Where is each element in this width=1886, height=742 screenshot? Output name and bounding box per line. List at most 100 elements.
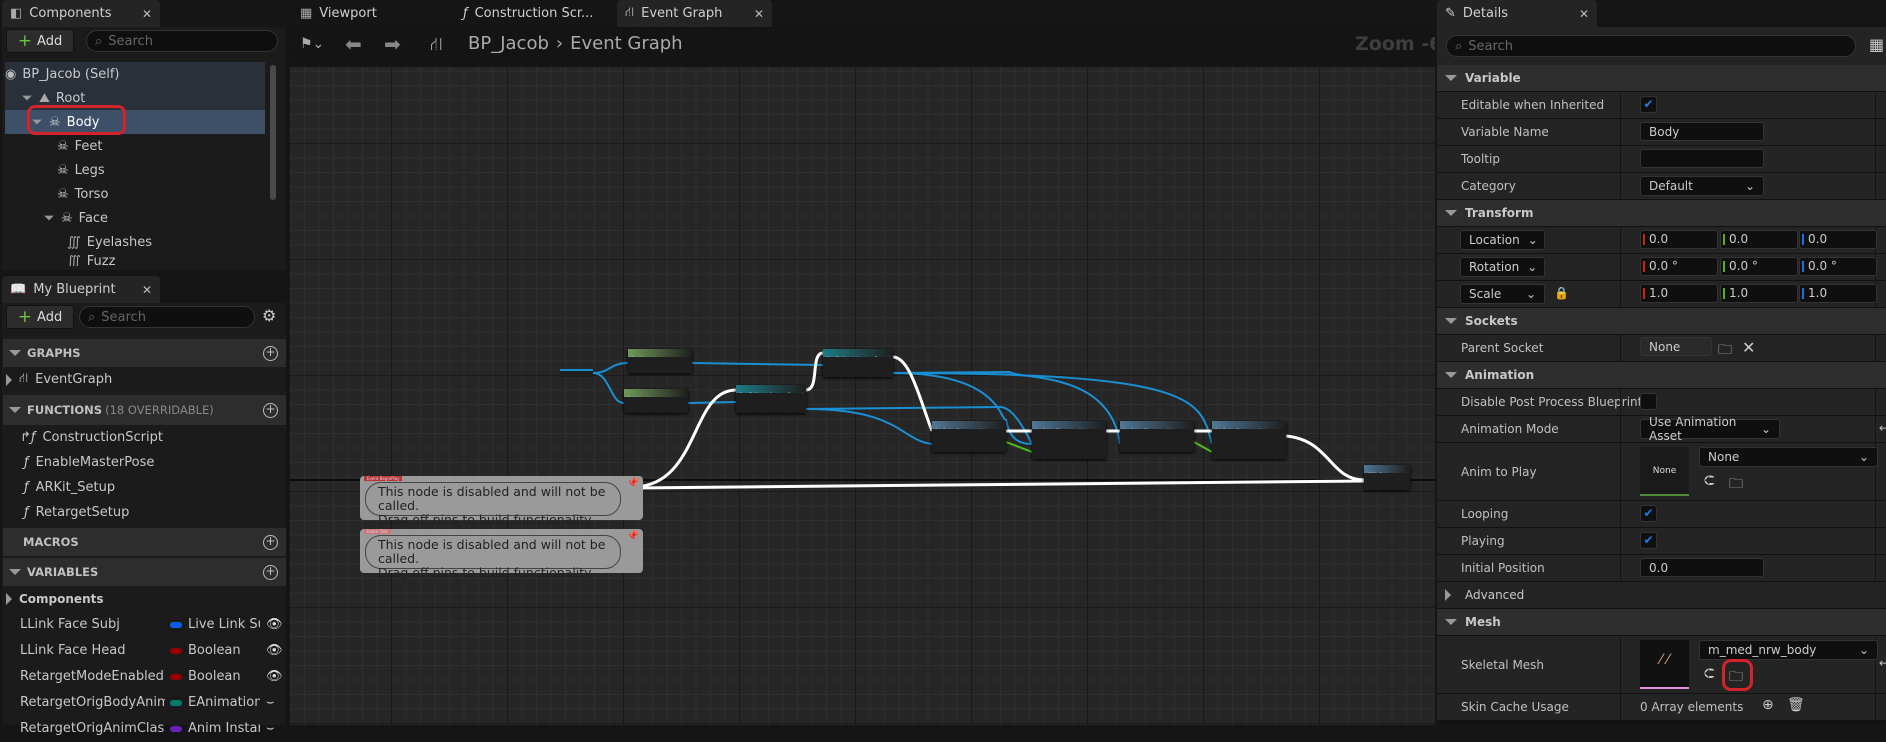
scale-x[interactable]: 1.0 [1640, 284, 1718, 303]
close-icon[interactable]: ✕ [141, 282, 152, 297]
eye-open-icon[interactable]: 👁 [266, 643, 283, 658]
get-material-node[interactable]: Get MaterialTarget is Primitive Componen… [628, 349, 692, 373]
pin-icon[interactable]: 📌 [626, 478, 639, 489]
set-scalar-node[interactable]: Set Scalar Parameter ValueTarget is Mate… [1032, 421, 1106, 459]
anim-thumbnail[interactable]: None [1640, 447, 1689, 496]
tooltip-input[interactable] [1640, 149, 1764, 168]
add-component-button[interactable]: +Add [6, 29, 74, 53]
section-sockets[interactable]: Sockets [1437, 308, 1886, 335]
tree-item-legs[interactable]: ☠Legs [57, 162, 105, 178]
tab-details[interactable]: ✎Details✕ [1437, 0, 1597, 27]
tab-components[interactable]: ◧ Components ✕ [2, 0, 160, 27]
back-arrow-icon[interactable]: ⬅ [345, 32, 362, 56]
section-functions[interactable]: FUNCTIONS(18 OVERRIDABLE)+ [3, 395, 286, 425]
use-selected-icon[interactable]: ⮈ [1704, 666, 1715, 682]
rotation-y[interactable]: 0.0 ° [1720, 257, 1798, 276]
set-scalar-node[interactable]: Set Scalar Parameter ValueTarget is Mate… [932, 421, 1006, 452]
add-graph-icon[interactable]: + [263, 345, 278, 361]
parent-socket-field[interactable]: None [1640, 337, 1712, 356]
add-element-icon[interactable]: ⊕ [1762, 697, 1774, 713]
section-variable[interactable]: Variable [1437, 65, 1886, 92]
add-variable-icon[interactable]: + [263, 564, 278, 580]
playing-checkbox[interactable]: ✔ [1640, 532, 1657, 549]
tree-item-eyelashes[interactable]: ∭Eyelashes [67, 234, 153, 250]
location-mode-dropdown[interactable]: Location⌄ [1460, 230, 1545, 250]
settings-gear-icon[interactable]: ⚙ [262, 306, 277, 325]
add-function-icon[interactable]: + [263, 402, 278, 418]
expand-icon[interactable] [22, 95, 32, 101]
rotation-x[interactable]: 0.0 ° [1640, 257, 1718, 276]
location-z[interactable]: 0.0 [1799, 230, 1877, 249]
expand-icon[interactable] [44, 215, 54, 221]
pin-icon[interactable]: 📌 [626, 531, 639, 542]
tree-item-body[interactable]: ☠Body [5, 110, 265, 134]
clear-icon[interactable]: ✕ [1742, 338, 1756, 357]
expand-icon[interactable] [6, 373, 12, 386]
reset-arrow-icon[interactable]: ← [1879, 656, 1886, 670]
components-search-input[interactable]: ⌕Search [86, 30, 278, 52]
editable-checkbox[interactable]: ✔ [1640, 96, 1657, 113]
skeletal-mesh-dropdown[interactable]: m_med_nrw_body⌄ [1699, 640, 1878, 660]
variable-item[interactable]: RetargetModeEnabled Boolean 👁 [20, 669, 283, 684]
section-mesh[interactable]: Mesh [1437, 609, 1886, 636]
variable-item[interactable]: LLink Face Subj Live Link Sul 👁 [20, 617, 283, 632]
scale-y[interactable]: 1.0 [1720, 284, 1798, 303]
tree-item-feet[interactable]: ☠Feet [57, 138, 103, 154]
disabled-node-tick[interactable]: Event Tick This node is disabled and wil… [360, 529, 643, 580]
variable-group-components[interactable]: Components [6, 586, 104, 611]
add-macro-icon[interactable]: + [263, 534, 278, 550]
section-animation[interactable]: Animation [1437, 362, 1886, 389]
section-transform[interactable]: Transform [1437, 200, 1886, 227]
section-advanced[interactable]: Advanced [1437, 582, 1886, 609]
variable-get-node[interactable] [560, 369, 593, 377]
bookmark-icon[interactable]: ⚑⌄ [300, 36, 325, 52]
scale-z[interactable]: 1.0 [1799, 284, 1877, 303]
anim-asset-dropdown[interactable]: None⌄ [1699, 447, 1878, 467]
rotation-z[interactable]: 0.0 ° [1799, 257, 1877, 276]
tree-item-face[interactable]: ☠Face [5, 206, 269, 230]
details-search-input[interactable]: ⌕Search [1446, 35, 1856, 57]
scale-mode-dropdown[interactable]: Scale⌄ [1460, 284, 1545, 304]
disabled-node-begin-play[interactable]: Event BeginPlay This node is disabled an… [360, 476, 643, 527]
tree-item-self[interactable]: ◉BP_Jacob (Self) [5, 66, 120, 82]
variable-item[interactable]: LLink Face Head Boolean 👁 [20, 643, 283, 658]
arkit-setup-node[interactable]: ARKit SetupTarget is BP Jacob [1364, 465, 1410, 490]
section-graphs[interactable]: GRAPHS+ [3, 339, 286, 367]
category-dropdown[interactable]: Default⌄ [1640, 176, 1764, 196]
get-material-node[interactable]: Get MaterialTarget is Primitive Componen… [624, 389, 688, 413]
tree-item-fuzz[interactable]: ∭Fuzz [5, 254, 269, 266]
tree-scrollbar[interactable] [270, 65, 276, 200]
property-matrix-icon[interactable]: ▦ [1869, 35, 1885, 54]
forward-arrow-icon[interactable]: ➡ [384, 32, 401, 56]
close-icon[interactable]: ✕ [141, 6, 152, 21]
initial-position-input[interactable]: 0.0 [1640, 558, 1764, 577]
tab-my-blueprint[interactable]: 📖 My Blueprint ✕ [2, 276, 160, 303]
looping-checkbox[interactable]: ✔ [1640, 505, 1657, 522]
set-scalar-node[interactable]: Set Scalar Parameter ValueTarget is Mate… [1120, 421, 1194, 452]
close-icon[interactable]: ✕ [1578, 6, 1589, 21]
trash-icon[interactable]: 🗑 [1787, 697, 1805, 713]
cast-node[interactable]: Cast To MaterialInstanceDynamic [823, 349, 893, 377]
location-x[interactable]: 0.0 [1640, 230, 1718, 249]
browse-asset-icon[interactable]: 🗀 [1729, 476, 1743, 492]
use-selected-icon[interactable]: ⮈ [1704, 473, 1715, 489]
lock-icon[interactable]: 🔒 [1554, 286, 1569, 300]
browse-asset-icon[interactable]: 🗀 [1729, 669, 1743, 685]
breadcrumb-blueprint[interactable]: BP_Jacob [468, 33, 549, 54]
mesh-thumbnail[interactable]: ⁄ ⁄ [1640, 640, 1689, 689]
eye-open-icon[interactable]: 👁 [266, 617, 283, 632]
breadcrumb-graph[interactable]: Event Graph [570, 33, 683, 54]
eye-open-icon[interactable]: 👁 [266, 669, 283, 684]
tab-viewport[interactable]: ▦Viewport [292, 0, 442, 27]
browse-socket-icon[interactable]: 🗀 [1718, 342, 1732, 358]
blueprint-search-input[interactable]: ⌕Search [79, 306, 255, 328]
section-variables[interactable]: VARIABLES+ [3, 558, 286, 586]
add-blueprint-member-button[interactable]: +Add [6, 305, 74, 329]
rotation-mode-dropdown[interactable]: Rotation⌄ [1460, 257, 1545, 277]
disable-pp-checkbox[interactable] [1640, 393, 1657, 410]
